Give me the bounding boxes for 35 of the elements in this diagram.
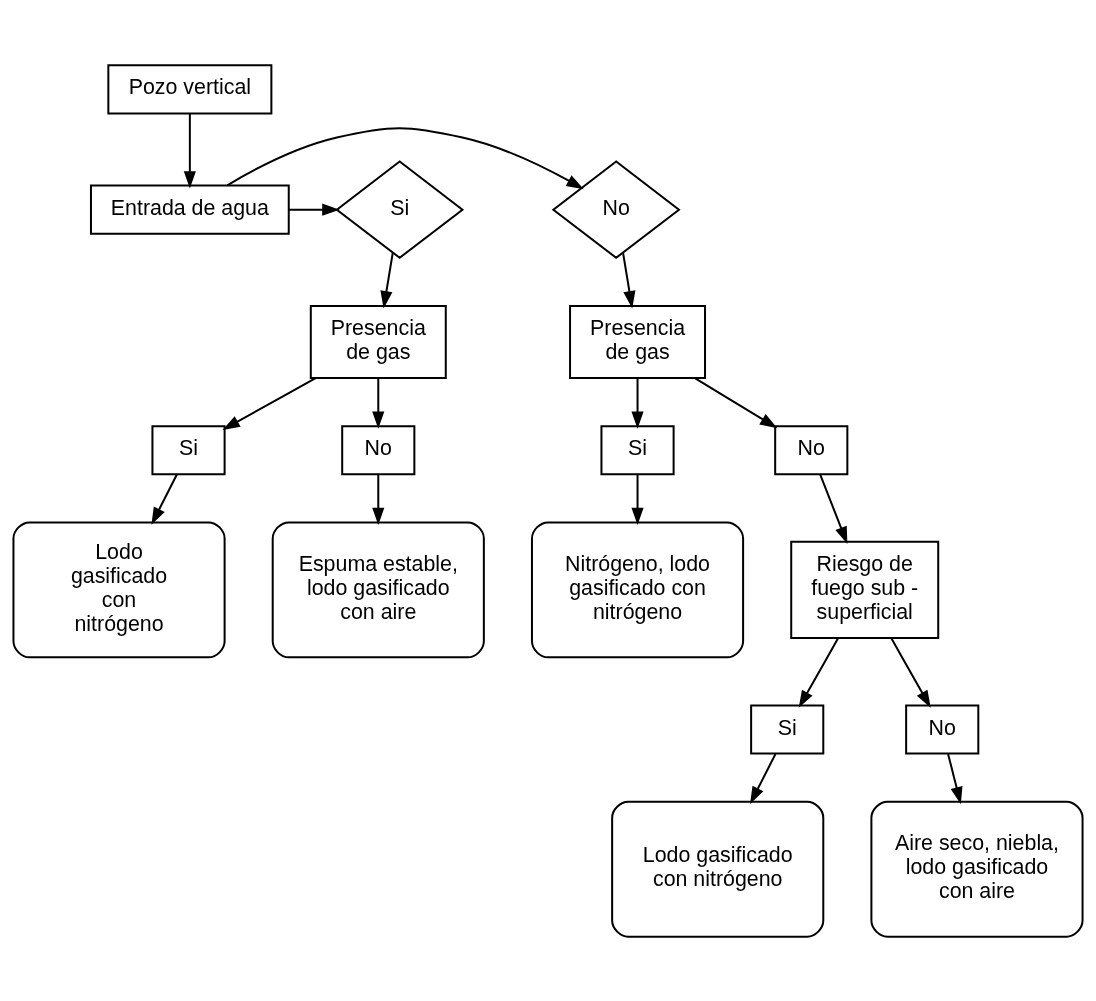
node-box: Presencia de gas <box>309 304 447 379</box>
arrow <box>183 112 196 189</box>
node-box: Entrada de agua <box>89 184 290 235</box>
node-box: Si <box>151 424 226 475</box>
arrow <box>222 376 317 430</box>
arrow <box>622 251 636 308</box>
node-diamond: No <box>551 159 681 259</box>
arrow <box>151 473 178 525</box>
node-box: Si <box>600 424 675 475</box>
node-box: Riesgo de fuego sub - superficial <box>790 540 940 639</box>
node-box: No <box>774 424 849 475</box>
arrow <box>947 752 963 804</box>
node-box: No <box>341 424 416 475</box>
node-box: Si <box>750 703 825 755</box>
arrow <box>372 376 385 429</box>
node-diamond: Si <box>335 159 465 259</box>
node-box: Aire seco, niebla, lodo gasificado con aire <box>870 800 1084 938</box>
node-box: Nitrógeno, lodo gasificado con nitrógeno <box>530 520 745 658</box>
arrow <box>631 473 644 525</box>
arrow <box>380 251 394 308</box>
node-box: Pozo vertical <box>107 63 273 114</box>
arrow <box>890 636 931 708</box>
node-box: Espuma estable, lodo gasificado con aire <box>271 520 485 658</box>
arrow <box>226 126 584 189</box>
arrow <box>288 203 340 216</box>
node-box: Presencia de gas <box>569 304 706 379</box>
arrow <box>372 473 385 525</box>
node-box: Lodo gasificado con nitrógeno <box>611 800 825 938</box>
arrow <box>750 752 777 804</box>
node-box: No <box>905 703 980 755</box>
arrow <box>693 376 778 428</box>
arrow <box>631 376 644 429</box>
arrow <box>819 473 848 544</box>
node-box: Lodo gasificado con nitrógeno <box>12 520 226 658</box>
arrow <box>798 636 840 708</box>
